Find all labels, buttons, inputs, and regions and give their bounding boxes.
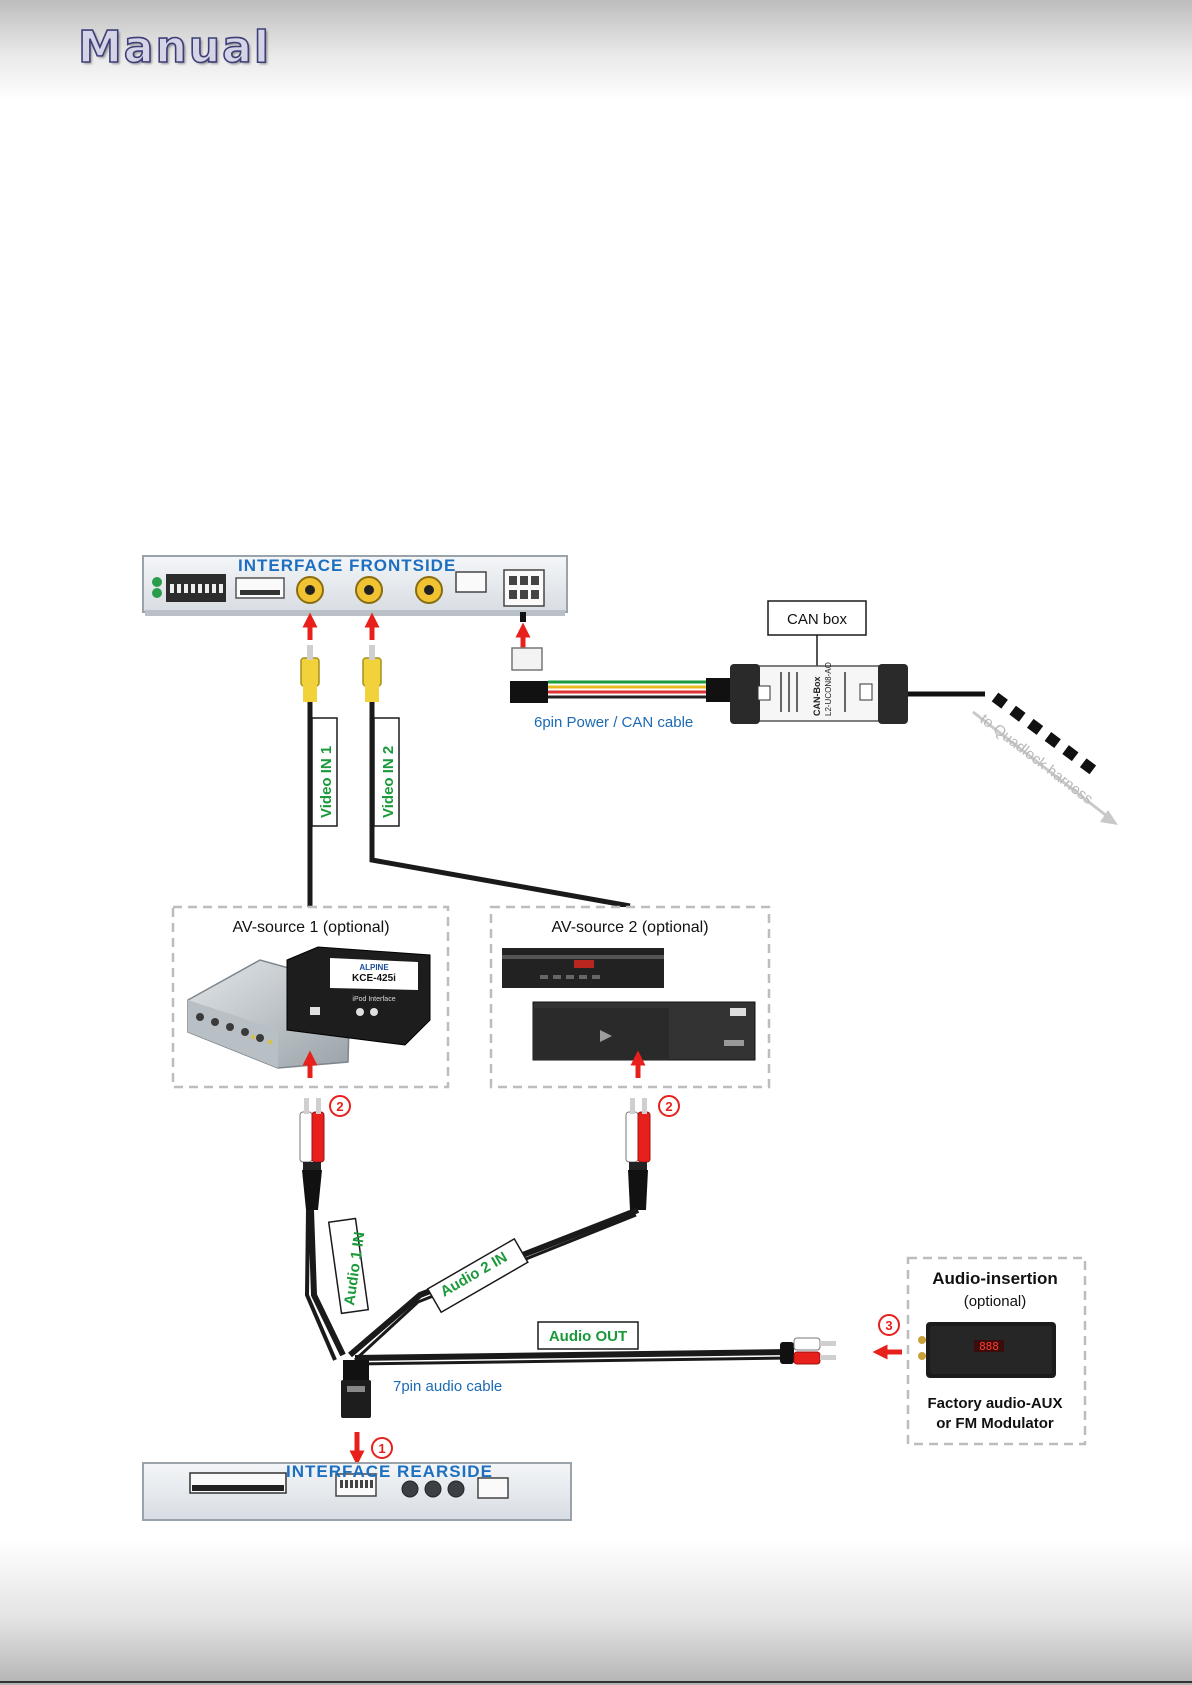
interface-rearside: INTERFACE REARSIDE [142,1462,572,1521]
video-cable-2 [362,612,631,909]
audio-insertion-desc-1: Factory audio-AUX [927,1395,1062,1412]
audio-cable-label: 7pin audio cable [393,1378,502,1395]
can-box-print-2: L2-UCON8-AO [824,662,833,716]
svg-text:888: 888 [979,1340,999,1353]
marker-2-av1-label: 2 [336,1099,343,1114]
audio-out-label: Audio OUT [549,1328,627,1345]
interface-frontside: INTERFACE FRONTSIDE [142,555,568,616]
audio-7pin-plug [341,1360,371,1418]
av-source-2-device-image [502,948,756,1061]
marker-2-av2: 2 [658,1095,680,1117]
kce-print-model: KCE-425i [352,973,396,984]
page-header: Manual [0,0,1192,100]
marker-1: 1 [371,1437,393,1459]
marker-3-label: 3 [885,1318,892,1333]
audio-insertion-title: Audio-insertion [932,1269,1058,1288]
led-icon [152,577,162,587]
audio-2-in-tag: Audio 2 IN [426,1237,529,1314]
dip-switch [166,574,226,602]
can-box-label: CAN box [787,611,848,628]
marker-2-av2-label: 2 [665,1099,672,1114]
header-title: Manual [77,21,271,74]
interface-rearside-label: INTERFACE REARSIDE [286,1462,493,1481]
video-cable-1 [300,612,320,908]
can-box: CAN box CAN-Box L2-UCON8-AO to Quadlock … [730,600,1118,825]
power-can-socket [503,569,545,607]
kce-print-brand: ALPINE [359,963,389,972]
kce-print-desc: iPod Interface [352,996,395,1003]
footer-rule [0,1681,1192,1683]
audio-insertion-sub: (optional) [964,1293,1027,1310]
power-can-cable: 6pin Power / CAN cable [510,612,736,731]
audio-out-tag: Audio OUT [537,1321,639,1350]
audio-out-cable [354,1337,902,1366]
av-source-2: AV-source 2 (optional) [489,905,771,1089]
audio-cable-1-in [299,1050,346,1361]
audio-insertion: Audio-insertion (optional) 888 Factory a… [906,1256,1087,1446]
interface-frontside-label: INTERFACE FRONTSIDE [238,556,456,575]
marker-1-label: 1 [378,1441,385,1456]
page-footer [0,1540,1192,1685]
av-source-2-label: AV-source 2 (optional) [551,919,708,936]
video-in-1-tag: Video IN 1 [311,717,338,827]
audio-cable-2-in [348,1050,651,1362]
video-in-2-tag: Video IN 2 [373,717,400,827]
audio-1-in-tag: Audio 1 IN [327,1217,370,1315]
video-in-1-label: Video IN 1 [318,746,335,818]
rca-jack-video-1 [296,576,324,604]
can-box-print-1: CAN-Box [812,677,822,717]
video-in-2-label: Video IN 2 [380,746,397,818]
rca-jack-video-2 [355,576,383,604]
audio-insertion-device-image: 888 [918,1322,1056,1378]
av-source-1-label: AV-source 1 (optional) [232,919,389,936]
audio-insertion-desc-2: or FM Modulator [936,1415,1054,1432]
av-source-1-device-image: ALPINE KCE-425i iPod Interface [187,946,431,1069]
marker-3: 3 [878,1314,900,1336]
rca-jack-video-3 [415,576,443,604]
power-cable-label: 6pin Power / CAN cable [534,714,693,731]
marker-2-av1: 2 [329,1095,351,1117]
